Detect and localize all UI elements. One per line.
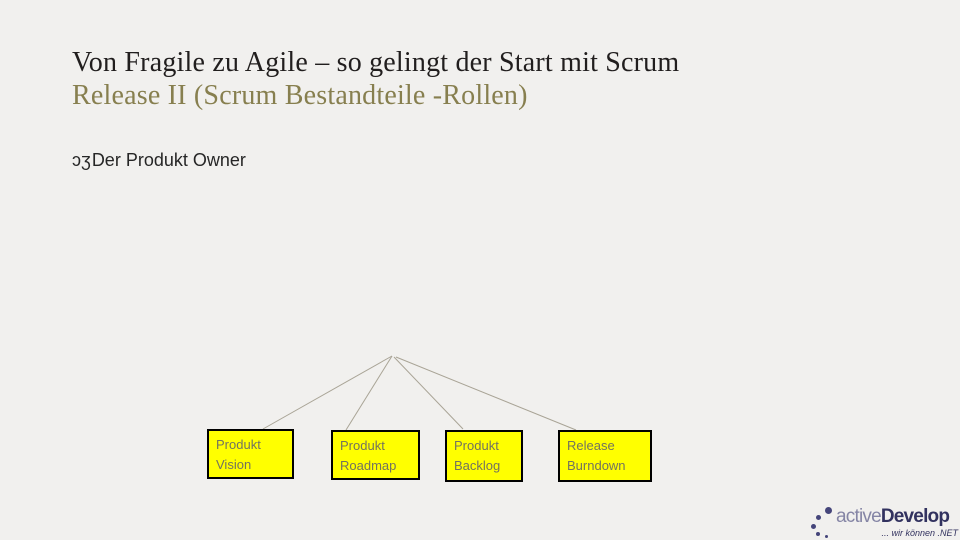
node-label: Produkt Roadmap	[340, 438, 397, 473]
node-label: Produkt Vision	[216, 437, 261, 472]
logo-text-light: active	[836, 506, 882, 527]
wingdings-bullet-icon: ɔʒ	[72, 150, 91, 170]
logo-dots-icon	[806, 502, 834, 540]
page-subtitle: Release II (Scrum Bestandteile -Rollen)	[72, 80, 528, 111]
node-produkt-roadmap: Produkt Roadmap	[331, 430, 420, 480]
logo-wordmark: activeDevelop	[836, 505, 950, 529]
connector-line	[393, 356, 464, 430]
connector-line	[395, 356, 577, 431]
node-release-burndown: Release Burndown	[558, 430, 652, 482]
node-label: Release Burndown	[567, 438, 626, 473]
bullet-item: ɔʒDer Produkt Owner	[72, 148, 246, 172]
page-title: Von Fragile zu Agile – so gelingt der St…	[72, 47, 680, 78]
bullet-label: Der Produkt Owner	[91, 150, 246, 170]
connector-line	[345, 355, 393, 431]
connector-line	[262, 355, 393, 430]
node-produkt-backlog: Produkt Backlog	[445, 430, 523, 482]
logo-tagline: ... wir können .NET	[881, 528, 958, 538]
logo-text-bold: Develop	[880, 506, 950, 527]
node-produkt-vision: Produkt Vision	[207, 429, 294, 479]
slide-header: Von Fragile zu Agile – so gelingt der St…	[72, 46, 920, 112]
node-label: Produkt Backlog	[454, 438, 501, 473]
activedevelop-logo: activeDevelop ... wir können .NET	[806, 502, 958, 540]
